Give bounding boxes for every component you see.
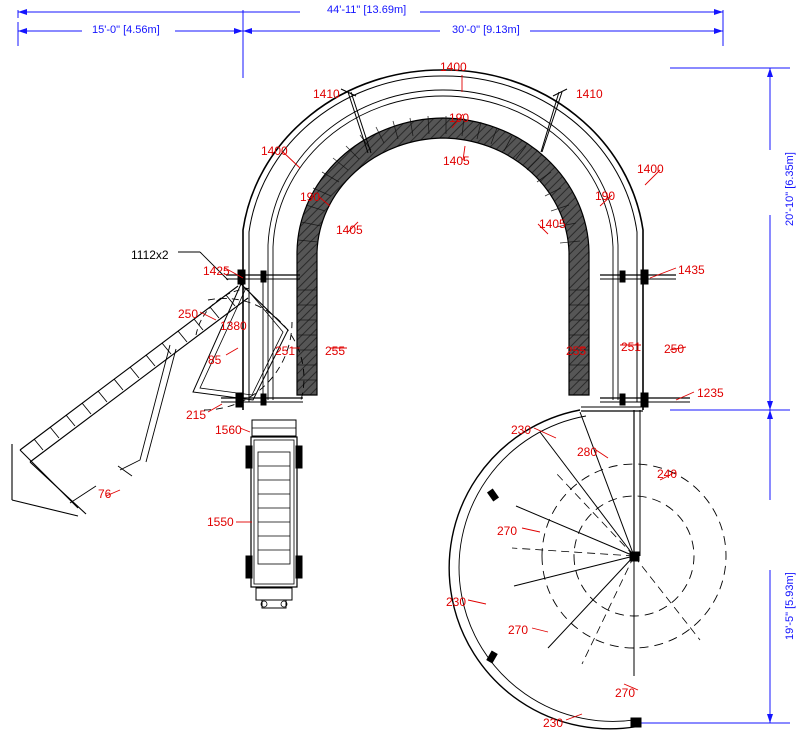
part-label-215: 215 — [186, 408, 207, 422]
leader-lines — [105, 75, 695, 721]
part-label-1405-top: 1405 — [443, 154, 470, 168]
dimension-label-left-width: 15'-0" [4.56m] — [90, 24, 162, 36]
part-label-255-left: 255 — [325, 344, 346, 358]
part-label-1400-upper-right: 1400 — [637, 162, 664, 176]
part-label-255-right: 255 — [566, 344, 587, 358]
right-platform — [600, 269, 690, 408]
part-label-270-right: 270 — [615, 686, 636, 700]
part-label-76: 76 — [98, 487, 112, 501]
part-label-190-top: 190 — [449, 111, 470, 125]
ladder — [11, 285, 249, 517]
part-label-230-upper: 230 — [511, 423, 532, 437]
dimension-lines — [17, 9, 790, 724]
part-label-250-left: 250 — [178, 307, 199, 321]
part-label-270-upper: 270 — [497, 524, 518, 538]
part-label-230-left: 230 — [446, 595, 467, 609]
part-label-1405-left: 1405 — [336, 223, 363, 237]
part-label-1405-right: 1405 — [539, 217, 566, 231]
arch-struts — [340, 88, 568, 154]
part-label-1560: 1560 — [215, 423, 242, 437]
part-label-1435: 1435 — [678, 263, 705, 277]
part-label-1425: 1425 — [203, 264, 230, 278]
part-label-230-bottom: 230 — [543, 716, 564, 730]
part-label-251-right: 251 — [621, 340, 642, 354]
dimension-label-overall-width: 44'-11" [13.69m] — [325, 4, 409, 16]
arch-outer-frame — [242, 69, 644, 410]
part-label-1410-left: 1410 — [313, 87, 340, 101]
center-equipment — [245, 419, 303, 609]
part-label-1410-right: 1410 — [576, 87, 603, 101]
part-label-190-left: 190 — [300, 190, 321, 204]
dimension-label-right-width: 30'-0" [9.13m] — [450, 24, 522, 36]
spiral-slide — [448, 406, 727, 730]
part-label-240: 240 — [657, 467, 678, 481]
part-label-1400-top: 1400 — [440, 60, 467, 74]
part-label-251-left: 251 — [275, 344, 296, 358]
part-label-1380: 1380 — [220, 319, 247, 333]
part-label-1235: 1235 — [697, 386, 724, 400]
part-label-1550: 1550 — [207, 515, 234, 529]
part-label-1112x2: 1112x2 — [131, 248, 169, 262]
left-platform — [192, 269, 305, 411]
part-label-270-lower: 270 — [508, 623, 529, 637]
arch-inner-arc — [267, 89, 619, 400]
arch-shade-band — [296, 115, 590, 396]
part-label-280: 280 — [577, 445, 598, 459]
part-label-85: 85 — [208, 353, 222, 367]
part-label-190-right: 190 — [595, 189, 616, 203]
part-label-1400-upper-left: 1400 — [261, 144, 288, 158]
dimension-label-upper-height: 20'-10" [6.35m] — [784, 150, 796, 228]
part-label-250-right: 250 — [664, 342, 685, 356]
dimension-label-lower-height: 19'-5" [5.93m] — [784, 570, 796, 642]
